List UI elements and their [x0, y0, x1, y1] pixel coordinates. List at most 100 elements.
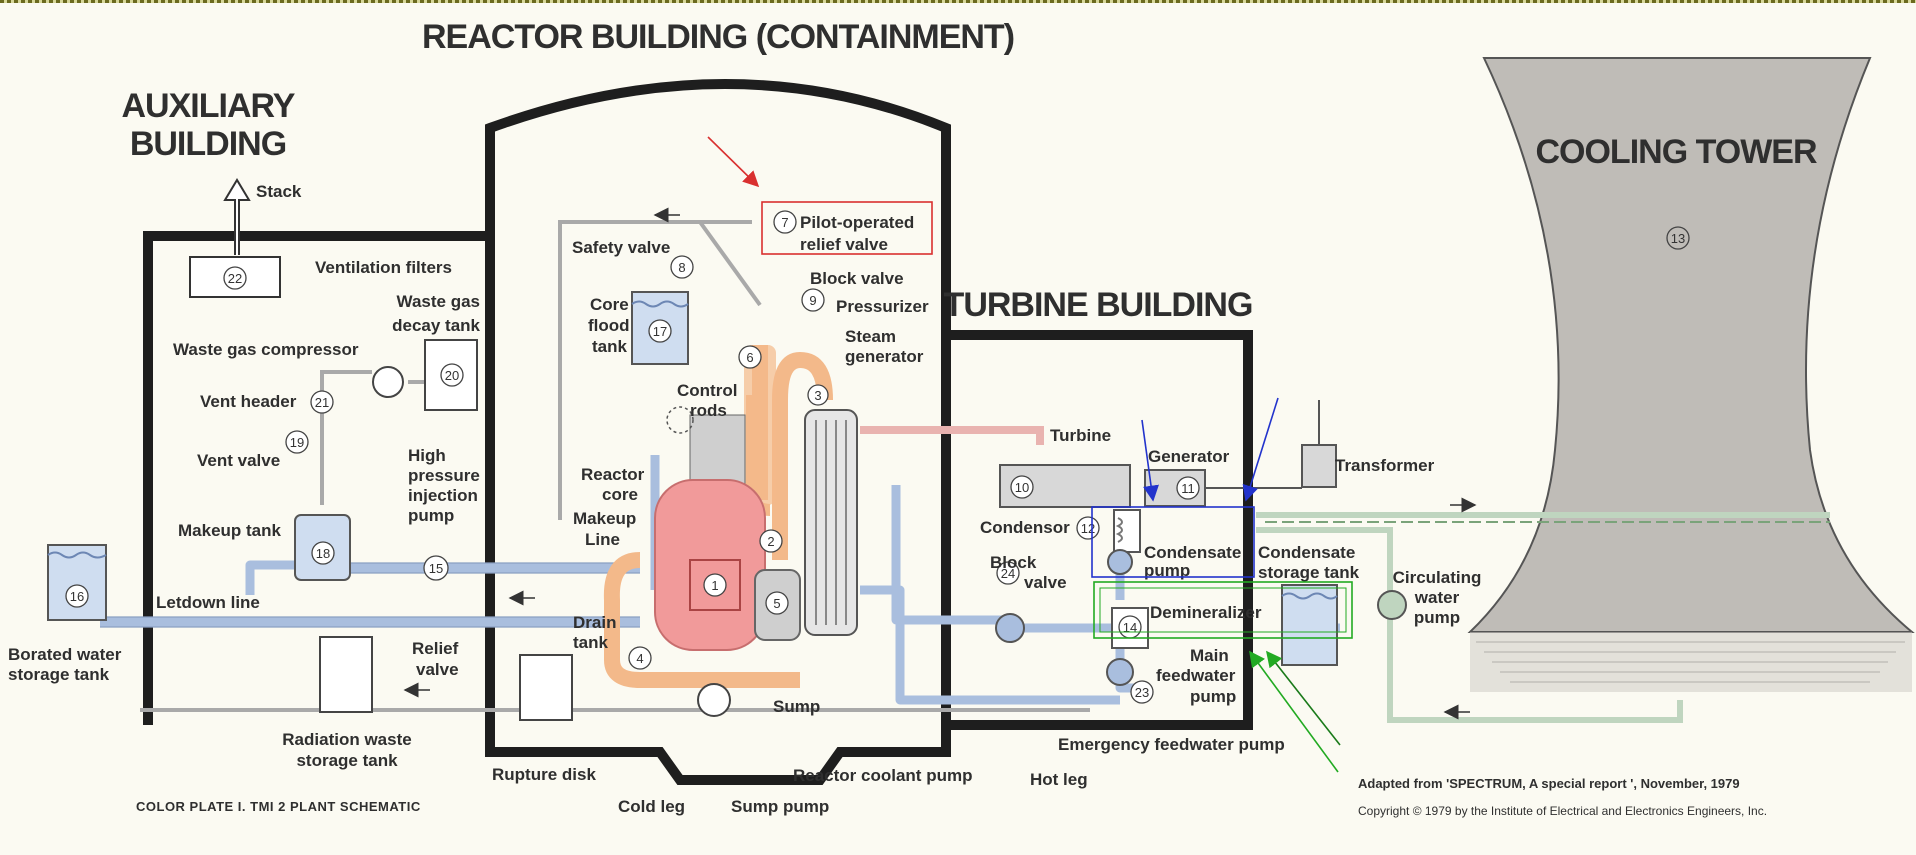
- condensate-storage-label-2: storage tank: [1258, 563, 1360, 582]
- adapted-from-credit: Adapted from 'SPECTRUM, A special report…: [1358, 776, 1740, 791]
- core-flood-label-3: tank: [592, 337, 628, 356]
- label-15: 15: [429, 561, 443, 576]
- label-7: 7: [781, 215, 788, 230]
- turbine-label: Turbine: [1050, 426, 1111, 445]
- vent-header-label: Vent header: [200, 392, 297, 411]
- label-5: 5: [773, 596, 780, 611]
- waste-gas-decay-label-2: decay tank: [392, 316, 480, 335]
- cooling-tower-title: COOLING TOWER: [1535, 133, 1816, 171]
- main-feedwater-label-1: Main: [1190, 646, 1229, 665]
- borated-label-1: Borated water: [8, 645, 122, 664]
- steam-generator-label-2: generator: [845, 347, 924, 366]
- core-flood-label-2: flood: [588, 316, 630, 335]
- control-rods-label-1: Control: [677, 381, 737, 400]
- label-17: 17: [653, 324, 667, 339]
- label-6: 6: [746, 350, 753, 365]
- reactor-coolant-pump: 5: [755, 570, 800, 640]
- porv-label-1: Pilot-operated: [800, 213, 914, 232]
- waste-gas-compressor-label: Waste gas compressor: [173, 340, 359, 359]
- main-feedwater-pump-symbol: [1107, 659, 1133, 685]
- control-rods-label-2: rods: [690, 401, 727, 420]
- label-11: 11: [1181, 481, 1195, 496]
- rupture-disk-label: Rupture disk: [492, 765, 596, 784]
- plate-caption: COLOR PLATE I. TMI 2 PLANT SCHEMATIC: [136, 799, 421, 814]
- turbine-building-title: TURBINE BUILDING: [944, 286, 1253, 324]
- pressurizer-label: Pressurizer: [836, 297, 929, 316]
- label-16: 16: [70, 589, 84, 604]
- copyright-credit: Copyright © 1979 by the Institute of Ele…: [1358, 804, 1767, 818]
- auxiliary-building-title-2: BUILDING: [130, 125, 286, 163]
- demineralizer-green-arrow-2: [1250, 652, 1338, 772]
- cold-leg-label: Cold leg: [618, 797, 685, 816]
- hpi-label-4: pump: [408, 506, 454, 525]
- stack-arrow: [225, 180, 249, 255]
- ventilation-filters-label: Ventilation filters: [315, 258, 452, 277]
- circulating-water-label-2: water: [1414, 588, 1460, 607]
- core-flood-tank: 17: [632, 292, 688, 364]
- hot-leg-label: Hot leg: [1030, 770, 1088, 789]
- vent-valve-label: Vent valve: [197, 451, 280, 470]
- reactor-coolant-pump-label: Reactor coolant pump: [793, 766, 972, 785]
- radwaste-label-2: storage tank: [296, 751, 398, 770]
- core-flood-label-1: Core: [590, 295, 629, 314]
- main-feedwater-label-2: feedwater: [1156, 666, 1236, 685]
- hpi-label-3: injection: [408, 486, 478, 505]
- circulating-water-label-3: pump: [1414, 608, 1460, 627]
- generator-label: Generator: [1148, 447, 1230, 466]
- label-4: 4: [636, 651, 643, 666]
- transformer: [1205, 400, 1336, 488]
- demineralizer-label: Demineralizer: [1150, 603, 1262, 622]
- drain-tank-label-2: tank: [573, 633, 609, 652]
- steam-generator-label-1: Steam: [845, 327, 896, 346]
- safety-valve-label: Safety valve: [572, 238, 670, 257]
- waste-gas-decay-tank: 20: [373, 340, 477, 410]
- sump-pump-symbol: [698, 684, 730, 716]
- auxiliary-building-title-1: AUXILIARY: [122, 87, 296, 125]
- relief-valve-label-2: valve: [416, 660, 459, 679]
- label-10: 10: [1015, 480, 1029, 495]
- radwaste-label-1: Radiation waste: [282, 730, 411, 749]
- label-21: 21: [315, 395, 329, 410]
- turbine-generator: 10 11: [1000, 465, 1205, 507]
- label-12: 12: [1081, 521, 1095, 536]
- porv-label-2: relief valve: [800, 235, 888, 254]
- block-valve-2-label-1: Block: [990, 553, 1037, 572]
- steam-generator: 3: [805, 385, 857, 635]
- label-9: 9: [809, 293, 816, 308]
- demineralizer: 14: [1112, 608, 1148, 648]
- emergency-feedwater-label: Emergency feedwater pump: [1058, 735, 1285, 754]
- hpi-label-2: pressure: [408, 466, 480, 485]
- makeup-line-label-2: Line: [585, 530, 620, 549]
- makeup-tank-label: Makeup tank: [178, 521, 282, 540]
- label-14: 14: [1123, 620, 1137, 635]
- drain-tank: [520, 655, 572, 720]
- condensate-pump-label-1: Condensate: [1144, 543, 1241, 562]
- label-8: 8: [678, 260, 685, 275]
- block-valve-2-label-2: valve: [1024, 573, 1067, 592]
- letdown-line-label: Letdown line: [156, 593, 260, 612]
- label-1: 1: [711, 578, 718, 593]
- pressurizer-body: [744, 345, 776, 505]
- label-19: 19: [290, 435, 304, 450]
- waste-gas-decay-label-1: Waste gas: [397, 292, 480, 311]
- sump-pump-label: Sump pump: [731, 797, 829, 816]
- label-2: 2: [767, 534, 774, 549]
- condensor-label: Condensor: [980, 518, 1070, 537]
- circulating-water-label-1: Circulating: [1393, 568, 1482, 587]
- reactor-building-title: REACTOR BUILDING (CONTAINMENT): [422, 18, 1014, 56]
- stack-label: Stack: [256, 182, 302, 201]
- main-feedwater-label-3: pump: [1190, 687, 1236, 706]
- borated-water-storage-tank: 16: [48, 545, 106, 620]
- condenser: 12: [1077, 510, 1140, 574]
- radiation-waste-storage-tank: [320, 637, 372, 712]
- condensate-storage-tank: [1282, 585, 1337, 665]
- hpi-label-1: High: [408, 446, 446, 465]
- sump-label: Sump: [773, 697, 820, 716]
- makeup-tank: 18: [295, 515, 350, 580]
- emergency-feedwater-pump-symbol: [996, 614, 1024, 642]
- label-18: 18: [316, 546, 330, 561]
- condensate-storage-label-1: Condensate: [1258, 543, 1355, 562]
- relief-valve-label-1: Relief: [412, 639, 459, 658]
- block-valve-label: Block valve: [810, 269, 904, 288]
